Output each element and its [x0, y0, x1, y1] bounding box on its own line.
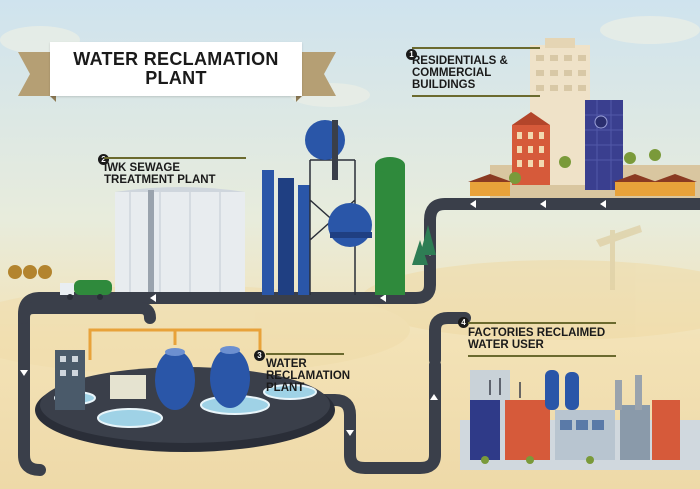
- stage-label-line: IWK SEWAGE: [104, 162, 181, 174]
- stage-label-line: BUILDINGS: [412, 79, 476, 91]
- stage-label-line: PLANT: [266, 382, 305, 394]
- title-line-1: WATER RECLAMATION: [73, 49, 279, 69]
- stage-label-line: COMMERCIAL: [412, 67, 492, 79]
- stage-label-line: RESIDENTIALS &: [412, 55, 508, 67]
- water-reclamation-plant: [35, 328, 335, 452]
- stage-number-badge: 2: [98, 154, 109, 165]
- stage-label-1: 1 RESIDENTIALS & COMMERCIAL BUILDINGS: [406, 47, 562, 97]
- title-ribbon: [18, 52, 336, 102]
- label-rule: [412, 47, 540, 49]
- label-rule: [412, 95, 540, 97]
- stage-label-line: FACTORIES RECLAIMED: [468, 327, 606, 339]
- stage-label-line: RECLAMATION: [266, 370, 351, 382]
- factories: [460, 370, 700, 470]
- stage-label-4: 4 FACTORIES RECLAIMED WATER USER: [458, 317, 638, 357]
- sewage-treatment-plant: [8, 120, 436, 300]
- stage-number-badge: 1: [406, 49, 417, 60]
- stage-label-2: 2 IWK SEWAGE TREATMENT PLANT: [98, 154, 264, 186]
- stage-label-3: 3 WATER RECLAMATION PLANT: [254, 350, 356, 394]
- label-rule: [266, 353, 344, 355]
- stage-number-badge: 3: [254, 350, 265, 361]
- title-line-2: PLANT: [145, 68, 207, 88]
- label-rule: [104, 157, 246, 159]
- label-rule: [468, 322, 616, 324]
- label-rule: [468, 355, 616, 357]
- tanker-truck: [60, 280, 112, 300]
- stage-label-line: TREATMENT PLANT: [104, 174, 216, 186]
- stage-number-badge: 4: [458, 317, 469, 328]
- stage-label-line: WATER USER: [468, 339, 544, 351]
- title-banner: WATER RECLAMATION PLANT: [50, 42, 302, 96]
- stage-label-line: WATER: [266, 358, 307, 370]
- city-buildings: [468, 38, 700, 198]
- pipeline-lower: [18, 302, 471, 474]
